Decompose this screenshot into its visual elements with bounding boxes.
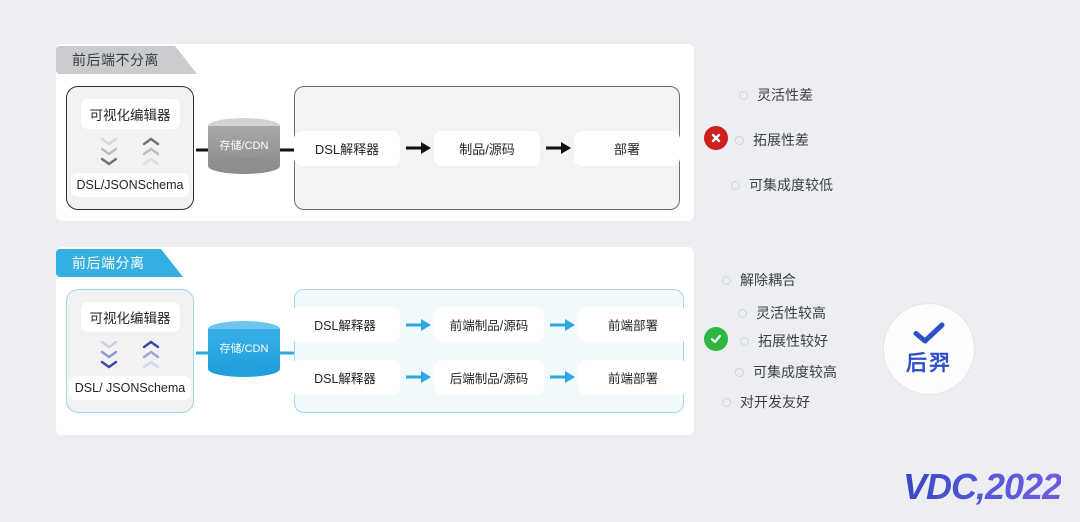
storage-cdn-top: 存储/CDN: [208, 118, 280, 174]
visual-editor-title-top: 可视化编辑器: [80, 99, 180, 129]
chevron-up-icon: [142, 340, 160, 348]
cylinder-bottom-face: [208, 361, 280, 377]
houyi-badge: 后羿: [883, 303, 975, 395]
list-item: 对开发友好: [722, 392, 810, 412]
chevrons-down-icon: [100, 137, 118, 166]
pipeline-node: 后端制品/源码: [434, 359, 544, 395]
pipeline-node: 部署: [574, 130, 680, 166]
chevron-up-icon: [142, 157, 160, 165]
arrow-step-icon: [544, 369, 578, 385]
pipeline-node: DSL解释器: [290, 359, 400, 395]
list-item-label: 解除耦合: [740, 272, 796, 288]
list-item: 拓展性较好: [740, 331, 828, 351]
pipeline-row-monolithic: DSL解释器 制品/源码 部署: [294, 130, 680, 166]
chevron-down-icon: [100, 350, 118, 358]
list-item: 灵活性较高: [738, 303, 826, 323]
chevron-down-icon: [100, 157, 118, 165]
arrow-step-icon: [400, 369, 434, 385]
ribbon-label-monolithic: 前后端不分离: [56, 46, 197, 74]
list-item: 可集成度较低: [731, 175, 833, 195]
sync-chevrons-bottom: [100, 334, 160, 374]
bullet-dot-icon: [739, 90, 748, 100]
dsl-schema-label-top: DSL/JSONSchema: [70, 173, 190, 197]
visual-editor-card-bottom: 可视化编辑器: [66, 289, 194, 413]
list-item-label: 拓展性较好: [758, 333, 828, 349]
check-circle-icon: [704, 327, 728, 351]
bullet-dot-icon: [735, 135, 744, 145]
bullet-dot-icon: [738, 308, 747, 318]
pipeline-node: DSL解释器: [290, 307, 400, 343]
cross-glyph: [711, 133, 721, 143]
list-item-label: 灵活性差: [757, 87, 813, 103]
cylinder-bottom-face: [208, 158, 280, 174]
list-item: 灵活性差: [739, 85, 813, 105]
check-glyph: [710, 334, 722, 344]
bullet-dot-icon: [722, 397, 731, 407]
list-item-label: 拓展性差: [753, 132, 809, 148]
check-mark-icon: [913, 322, 945, 344]
pipeline-row-backend: DSL解释器 后端制品/源码 前端部署: [290, 359, 688, 395]
pipeline-container-monolithic: DSL解释器 制品/源码 部署: [294, 86, 680, 210]
chevrons-down-icon: [100, 340, 118, 369]
storage-label-bottom: 存储/CDN: [219, 343, 269, 355]
cross-circle-icon: [704, 126, 728, 150]
dsl-schema-label-bottom: DSL/ JSONSchema: [68, 376, 192, 400]
chevron-down-icon: [100, 147, 118, 155]
arrow-step-icon: [544, 317, 578, 333]
arrow-step-icon: [400, 140, 434, 156]
chevron-down-icon: [100, 137, 118, 145]
sync-chevrons-top: [100, 131, 160, 171]
bullet-dot-icon: [731, 180, 740, 190]
houyi-label: 后羿: [906, 352, 952, 375]
storage-cdn-bottom: 存储/CDN: [208, 321, 280, 377]
ribbon-label-decoupled: 前后端分离: [56, 249, 182, 277]
chevron-up-icon: [142, 137, 160, 145]
arrow-step-icon: [540, 140, 574, 156]
chevron-down-icon: [100, 360, 118, 368]
list-item: 可集成度较高: [735, 362, 837, 382]
chevrons-up-icon: [142, 137, 160, 166]
chevron-up-icon: [142, 350, 160, 358]
pipeline-node: 制品/源码: [434, 130, 540, 166]
chevrons-up-icon: [142, 340, 160, 369]
list-item-label: 可集成度较低: [749, 177, 833, 193]
pipeline-node: 前端制品/源码: [434, 307, 544, 343]
chevron-up-icon: [142, 360, 160, 368]
visual-editor-card-top: 可视化编辑器: [66, 86, 194, 210]
chevron-down-icon: [100, 340, 118, 348]
bullet-dot-icon: [740, 336, 749, 346]
pipeline-node: 前端部署: [578, 307, 688, 343]
visual-editor-title-bottom: 可视化编辑器: [80, 302, 180, 332]
chevron-up-icon: [142, 147, 160, 155]
pipeline-node: DSL解释器: [294, 130, 400, 166]
list-item: 拓展性差: [735, 130, 809, 150]
storage-label-top: 存储/CDN: [219, 140, 269, 152]
bullet-dot-icon: [722, 275, 731, 285]
bullet-dot-icon: [735, 367, 744, 377]
list-item-label: 灵活性较高: [756, 305, 826, 321]
arrow-step-icon: [400, 317, 434, 333]
vdc-2022-logo: VDC,2022: [903, 466, 1062, 507]
pipeline-row-frontend: DSL解释器 前端制品/源码 前端部署: [290, 307, 688, 343]
list-item-label: 可集成度较高: [753, 364, 837, 380]
pipeline-node: 前端部署: [578, 359, 688, 395]
list-item: 解除耦合: [722, 270, 796, 290]
list-item-label: 对开发友好: [740, 394, 810, 410]
pipeline-container-decoupled: DSL解释器 前端制品/源码 前端部署 DSL解释器 后端制品/源码 前端部署: [290, 289, 688, 413]
